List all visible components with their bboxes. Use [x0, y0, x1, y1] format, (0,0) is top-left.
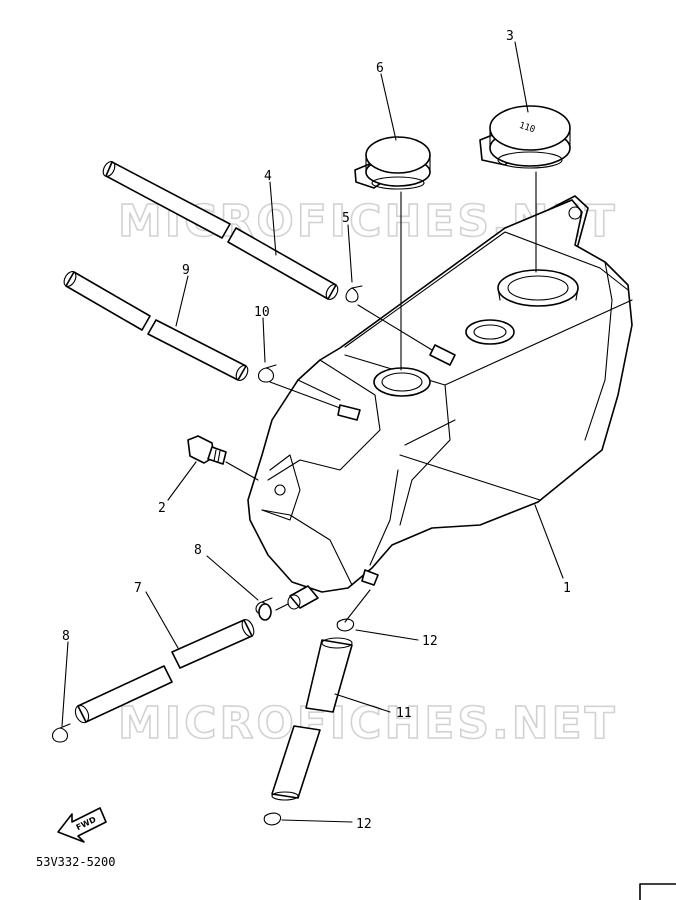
- callout-1: 1: [563, 581, 571, 596]
- hose-part-11: [271, 637, 353, 801]
- clip-part-8-upper: [255, 597, 273, 621]
- callout-6: 6: [376, 61, 384, 76]
- callout-11: 11: [396, 706, 412, 721]
- callout-3: 3: [506, 29, 514, 44]
- hose-part-4: [102, 161, 339, 300]
- callout-12-upper: 12: [422, 634, 438, 649]
- tank-cap-small: [354, 136, 431, 190]
- callout-8-upper: 8: [194, 543, 202, 558]
- clip-part-12-lower: [263, 812, 282, 826]
- clip-part-10: [257, 364, 277, 383]
- tank-cap-large: 110: [479, 105, 571, 169]
- cap-marking: 110: [518, 121, 537, 136]
- leader-lines: [61, 41, 564, 823]
- callout-7: 7: [134, 581, 142, 596]
- corner-mark: [639, 883, 676, 900]
- clip-part-12-upper: [336, 618, 355, 632]
- clip-part-5: [345, 285, 363, 303]
- callout-2: 2: [158, 501, 166, 516]
- watermark-bottom: MICROFICHES.NET: [118, 698, 618, 749]
- hose-part-9: [63, 271, 249, 381]
- hose-part-7: [74, 618, 255, 724]
- bolt-part-2: [187, 435, 227, 465]
- callout-12-lower: 12: [356, 817, 372, 832]
- callout-10: 10: [254, 305, 270, 320]
- diagram-code: 53V332-5200: [36, 855, 115, 869]
- callout-9: 9: [182, 263, 190, 278]
- clip-part-8-lower: [51, 723, 71, 743]
- callout-8-lower: 8: [62, 629, 70, 644]
- forward-arrow-icon: FWD: [57, 807, 107, 843]
- oil-tank: [247, 195, 633, 610]
- callout-5: 5: [342, 211, 350, 226]
- callouts: 1 2 3 4 5 6 7 8 8 9 10 11 12 12: [62, 29, 571, 832]
- callout-4: 4: [264, 169, 272, 184]
